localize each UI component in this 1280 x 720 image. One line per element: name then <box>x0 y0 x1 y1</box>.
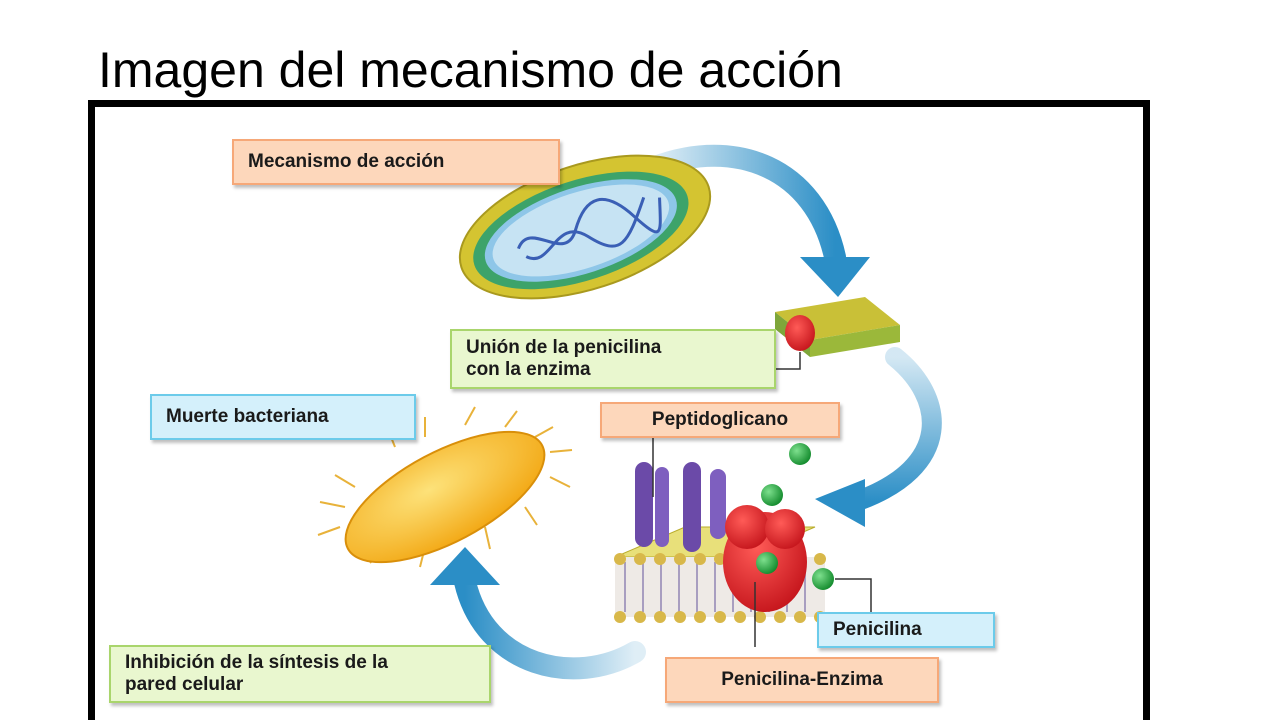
arrow-to-death <box>430 547 646 680</box>
label-inhibition-line1: Inhibición de la síntesis de la <box>125 652 388 673</box>
label-penicillin: Penicilina <box>817 612 995 648</box>
label-inhibition-line2: pared celular <box>125 674 244 695</box>
arrow-to-union <box>644 144 870 297</box>
penicillin-enzyme-complex <box>723 505 807 647</box>
label-union-line2: con la enzima <box>466 359 591 380</box>
label-union: Unión de la penicilina con la enzima <box>450 329 776 389</box>
label-penicillin-enzyme: Penicilina-Enzima <box>665 657 939 703</box>
bacterium-illustration <box>458 154 712 300</box>
label-peptidoglycan: Peptidoglicano <box>600 402 840 438</box>
mechanism-diagram <box>317 144 942 680</box>
enzyme-small <box>785 315 815 351</box>
bound-penicillin <box>756 552 778 574</box>
diagram-frame: Mecanismo de acción Unión de la penicili… <box>88 100 1150 720</box>
peptidoglycan-chains <box>635 462 726 552</box>
penicillin-molecules <box>761 443 872 612</box>
slide-title: Imagen del mecanismo de acción <box>98 42 843 98</box>
arrow-to-enzyme <box>815 347 942 527</box>
label-union-line1: Unión de la penicilina <box>466 337 662 358</box>
membrane-slab-illustration <box>770 297 900 370</box>
label-mechanism: Mecanismo de acción <box>232 139 560 185</box>
dead-bacterium-illustration <box>317 406 573 568</box>
label-inhibition: Inhibición de la síntesis de la pared ce… <box>109 645 491 703</box>
label-death: Muerte bacteriana <box>150 394 416 440</box>
